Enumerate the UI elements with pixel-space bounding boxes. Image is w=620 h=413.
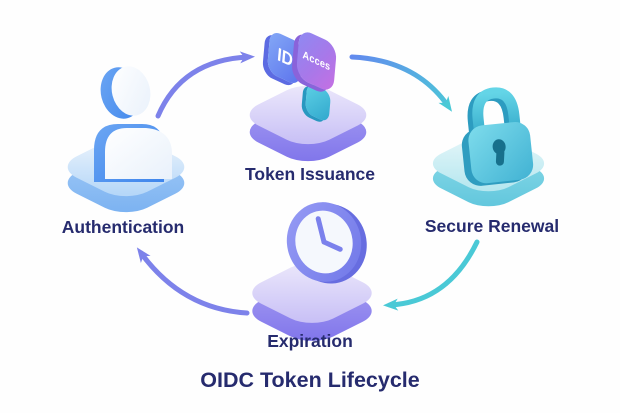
arrow-expiration-to-auth	[136, 247, 250, 316]
arrow-issuance-to-renewal	[349, 54, 453, 112]
label-expiration: Expiration	[267, 331, 353, 351]
label-secure-renewal: Secure Renewal	[424, 216, 560, 236]
node-authentication	[55, 117, 197, 219]
arrow-renewal-to-expiration	[383, 239, 480, 311]
id-token-label: ID	[276, 43, 294, 72]
label-token-issuance: Token Issuance	[244, 164, 376, 184]
label-authentication: Authentication	[61, 217, 185, 237]
arrow-auth-to-issuance	[155, 51, 255, 119]
access-token-label: Acces	[302, 48, 331, 74]
node-expiration	[239, 242, 385, 348]
node-secure-renewal	[421, 116, 556, 213]
diagram-title: OIDC Token Lifecycle	[200, 368, 420, 392]
